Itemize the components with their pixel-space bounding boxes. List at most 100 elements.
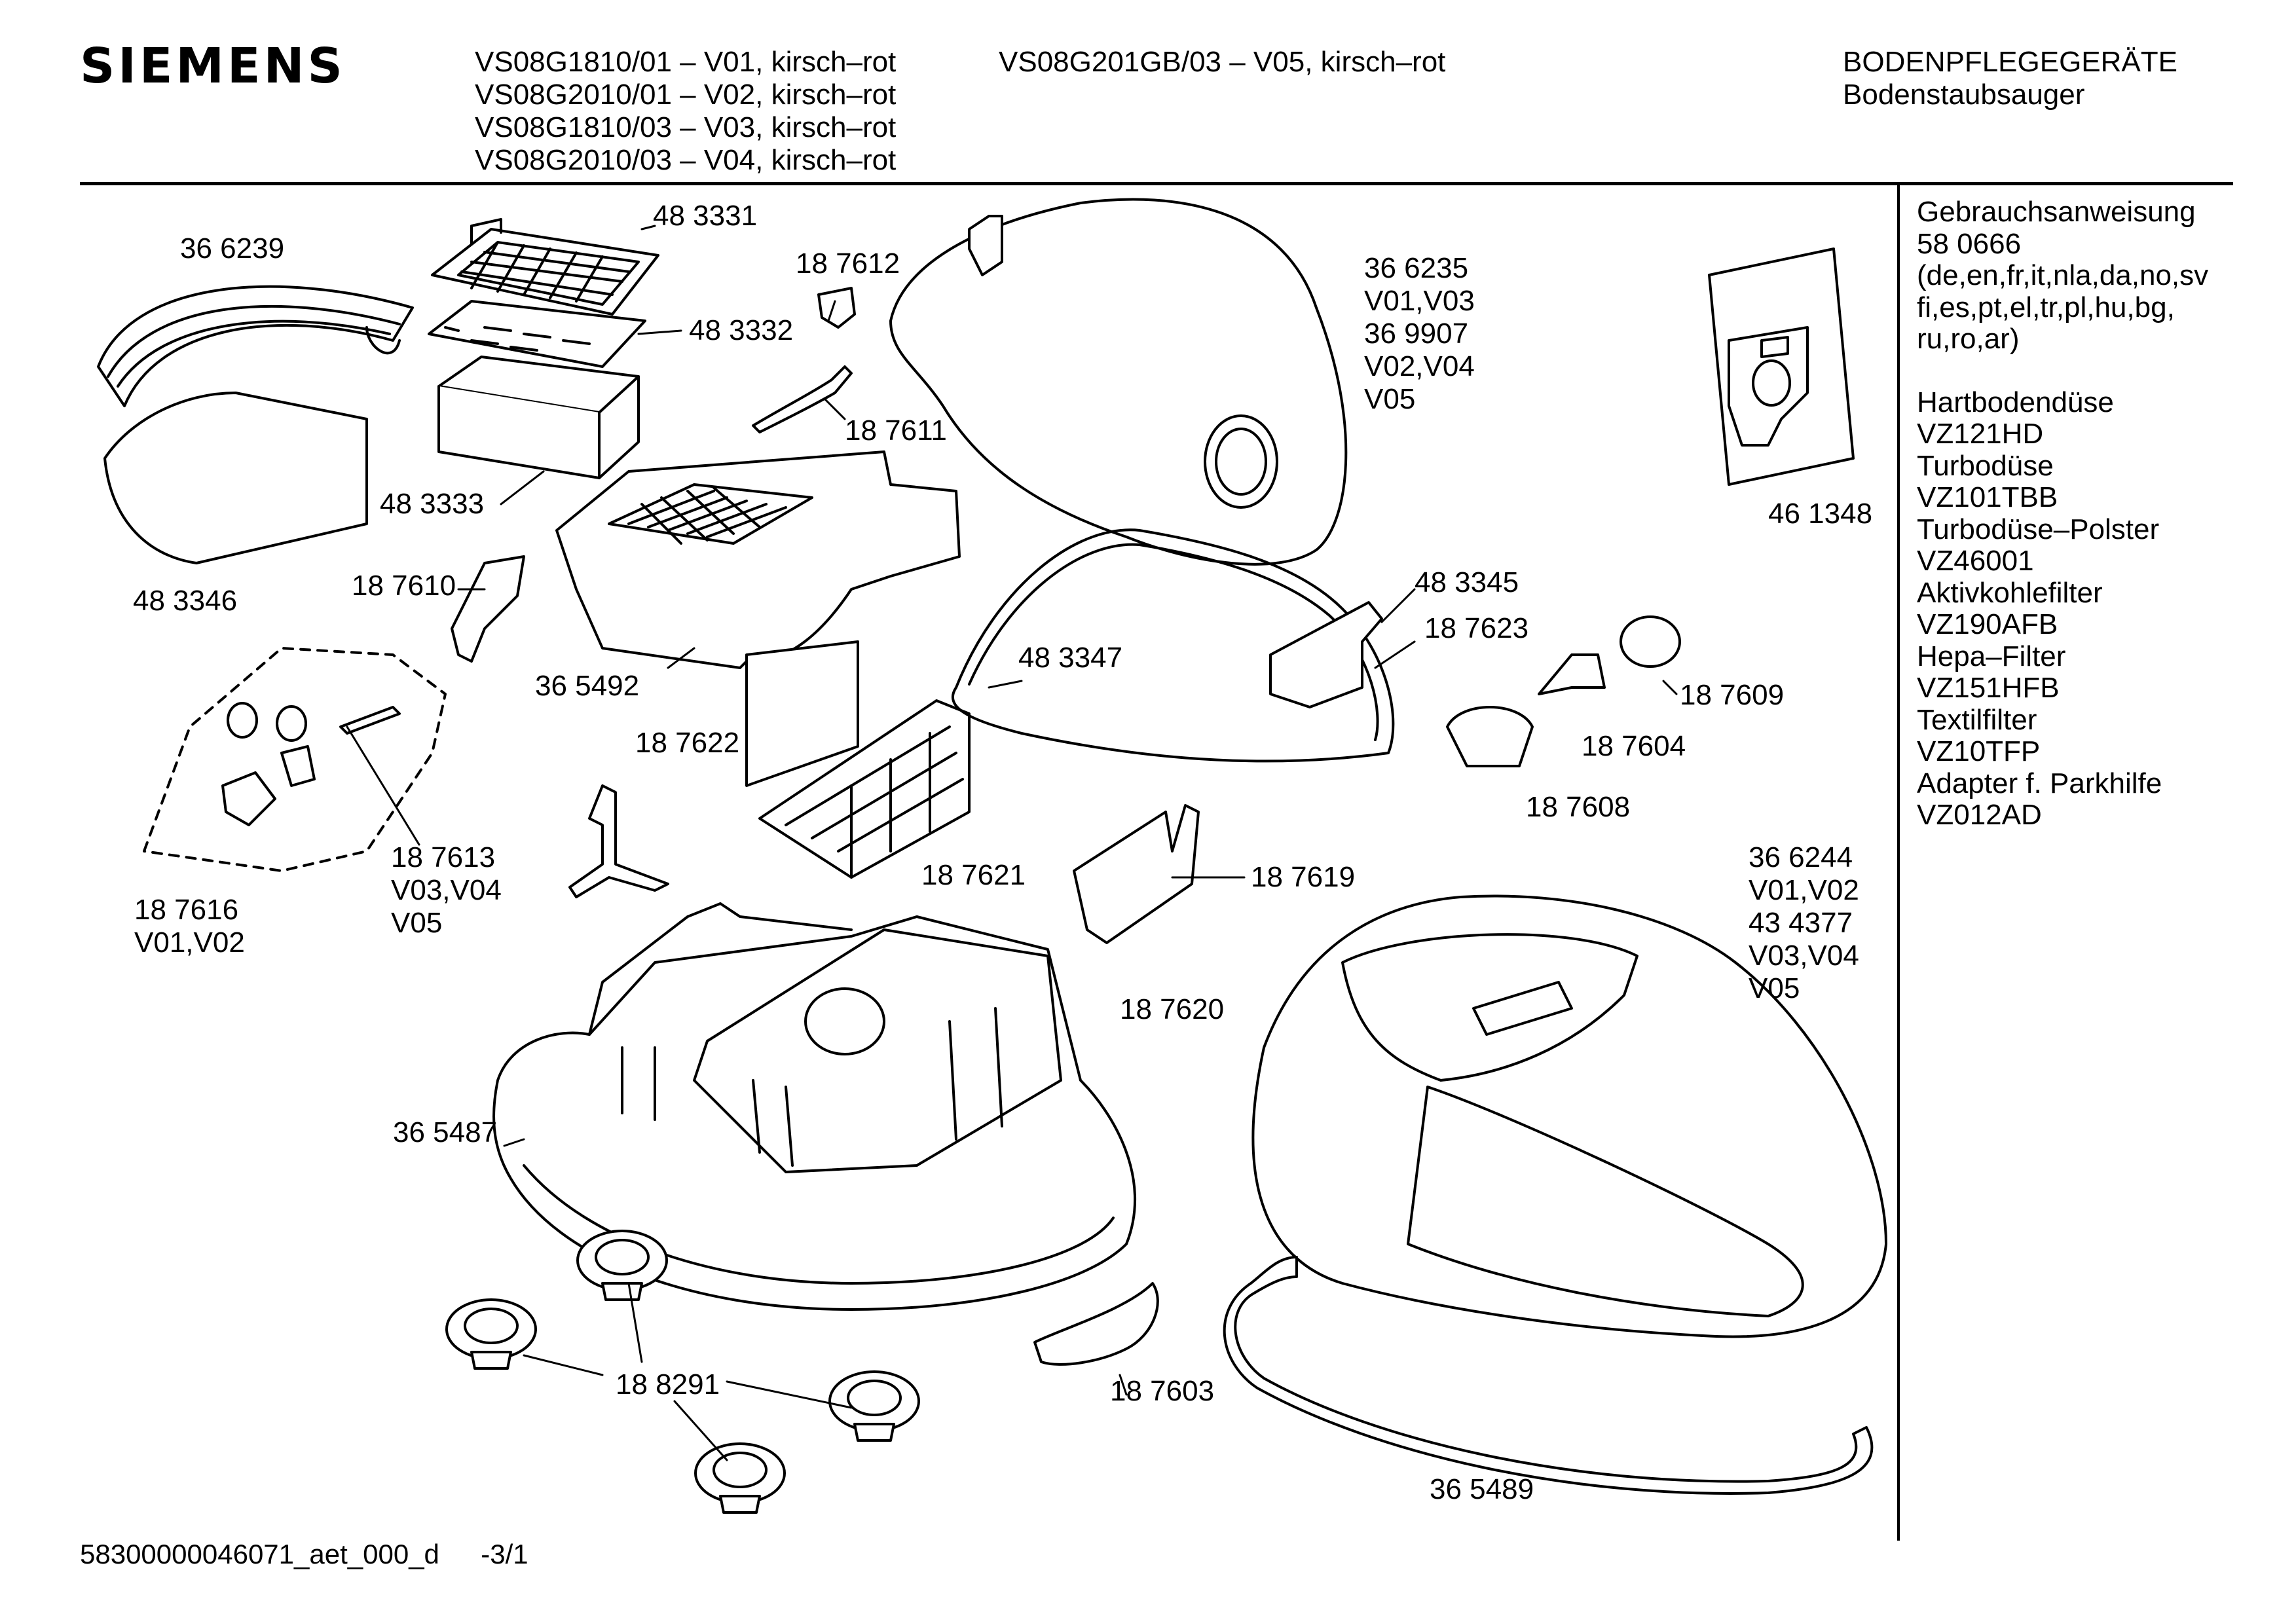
accessory-line: Hepa–Filter — [1917, 640, 2066, 672]
accessory-line: fi,es,pt,el,tr,pl,hu,bg, — [1917, 291, 2175, 323]
model-line: VS08G2010/03 – V04, kirsch–rot — [475, 144, 897, 176]
part-label: V01,V02 — [134, 926, 245, 959]
wheel-assembly-group — [143, 647, 447, 872]
foam-filter-part — [437, 356, 640, 479]
accessory-line: Aktivkohlefilter — [1917, 576, 2103, 609]
part-label: 48 3346 — [133, 585, 238, 617]
cable-part — [752, 365, 853, 433]
model-line: VS08G201GB/03 – V05, kirsch–rot — [999, 46, 1446, 78]
part-label: V03,V04 — [391, 874, 502, 906]
accessory-line: VZ190AFB — [1917, 608, 2058, 640]
document-id: 58300000046071_aet_000_d — [80, 1539, 439, 1569]
accessory-line: Adapter f. Parkhilfe — [1917, 767, 2162, 799]
top-cover-part — [889, 198, 1348, 566]
accessory-line: Textilfilter — [1917, 703, 2037, 736]
gasket-inner — [968, 543, 1379, 741]
part-label: V01,V03 — [1364, 285, 1475, 317]
part-label: 36 5487 — [393, 1116, 498, 1148]
sidebar-divider — [1897, 185, 1900, 1541]
accessory-line: ru,ro,ar) — [1917, 323, 2020, 355]
part-label: 18 7610 — [352, 570, 456, 602]
part-label: 18 7609 — [1680, 679, 1785, 711]
part-label: 48 3333 — [380, 488, 485, 520]
bracket-part — [1269, 601, 1383, 708]
filter-mat-part — [428, 300, 646, 368]
dust-bag-part — [1708, 247, 1855, 486]
part-label: V01,V02 — [1749, 874, 1859, 906]
caster-wheel — [694, 1442, 786, 1514]
leader-lines — [346, 225, 1678, 1461]
model-list-col2: VS08G201GB/03 – V05, kirsch–rot — [999, 46, 1445, 79]
part-label: 43 4377 — [1749, 907, 1853, 939]
part-label: V05 — [1749, 972, 1800, 1004]
grille-part — [758, 699, 971, 879]
part-label: 18 7608 — [1526, 791, 1631, 823]
mount-plate-part — [1073, 804, 1200, 944]
caster-wheel — [445, 1298, 537, 1370]
handle-part — [97, 285, 414, 564]
stand-part — [568, 784, 669, 898]
part-label: 18 7613 — [391, 841, 496, 873]
part-label: 36 9907 — [1364, 318, 1469, 350]
model-line: VS08G1810/03 – V03, kirsch–rot — [475, 111, 897, 143]
category-block: BODENPFLEGEGERÄTE Bodenstaubsauger — [1843, 46, 2177, 111]
accessory-line: VZ10TFP — [1917, 735, 2041, 767]
part-label: 36 6235 — [1364, 252, 1469, 284]
part-label: 46 1348 — [1768, 498, 1873, 530]
brand-logo: SIEMENS — [80, 38, 346, 94]
part-label: 18 7622 — [635, 727, 740, 759]
part-label: 18 7604 — [1582, 730, 1686, 762]
model-line: VS08G1810/01 – V01, kirsch–rot — [475, 46, 897, 78]
part-label: 36 6239 — [180, 232, 285, 265]
part-label: 48 3331 — [653, 200, 758, 232]
header-divider — [80, 182, 2233, 185]
accessory-line: Gebrauchsanweisung — [1917, 196, 2196, 228]
bumper-part — [1223, 1256, 1874, 1495]
part-label: 18 7612 — [796, 247, 900, 280]
filter-plug-part — [1446, 706, 1534, 767]
accessory-line: 58 0666 — [1917, 227, 2022, 260]
filter-housing-part — [555, 450, 961, 669]
footer: 58300000046071_aet_000_d -3/1 — [80, 1539, 528, 1570]
part-label: 18 7621 — [921, 859, 1026, 891]
part-label: 48 3345 — [1415, 566, 1519, 598]
accessory-line: Turbodüse–Polster — [1917, 513, 2160, 545]
part-label: V02,V04 — [1364, 350, 1475, 382]
model-line: VS08G2010/01 – V02, kirsch–rot — [475, 79, 897, 111]
part-label: V05 — [1364, 383, 1416, 415]
clip-part — [817, 287, 856, 329]
accessory-line: VZ101TBB — [1917, 481, 2058, 513]
part-label: 18 7619 — [1251, 861, 1356, 893]
accessory-line: Turbodüse — [1917, 449, 2054, 482]
filter-sheet-part — [745, 640, 859, 787]
accessory-line: VZ46001 — [1917, 545, 2034, 577]
part-label: V05 — [391, 907, 443, 939]
round-cap-part — [1620, 615, 1681, 668]
base-housing-part — [492, 902, 1137, 1311]
accessory-line: (de,en,fr,it,nla,da,no,sv — [1917, 259, 2209, 291]
caster-wheel — [576, 1230, 668, 1301]
part-label: 18 7623 — [1424, 612, 1529, 644]
page-number: -3/1 — [481, 1539, 528, 1569]
model-list-col1: VS08G1810/01 – V01, kirsch–rot VS08G2010… — [475, 46, 896, 177]
accessory-line: VZ012AD — [1917, 799, 2042, 831]
category-title: BODENPFLEGEGERÄTE — [1843, 46, 2178, 78]
accessory-line: Hartbodendüse — [1917, 386, 2114, 418]
part-label: 18 8291 — [616, 1368, 720, 1401]
part-label: 36 5492 — [535, 670, 640, 702]
latch-part — [451, 555, 525, 663]
accessory-line: VZ121HD — [1917, 418, 2044, 450]
filter-grid-part — [431, 218, 659, 316]
release-pedal-part — [1033, 1282, 1159, 1366]
gasket-part — [951, 528, 1395, 763]
part-label: 36 5489 — [1430, 1473, 1534, 1505]
part-label: 36 6244 — [1749, 841, 1853, 873]
category-subtitle: Bodenstaubsauger — [1843, 79, 2085, 111]
part-label: 18 7616 — [134, 894, 239, 926]
part-label: V03,V04 — [1749, 940, 1859, 972]
part-label: 18 7603 — [1110, 1375, 1215, 1407]
caster-wheel — [828, 1370, 920, 1442]
part-label: 18 7620 — [1120, 993, 1225, 1025]
bracket-small-part — [1538, 653, 1606, 695]
